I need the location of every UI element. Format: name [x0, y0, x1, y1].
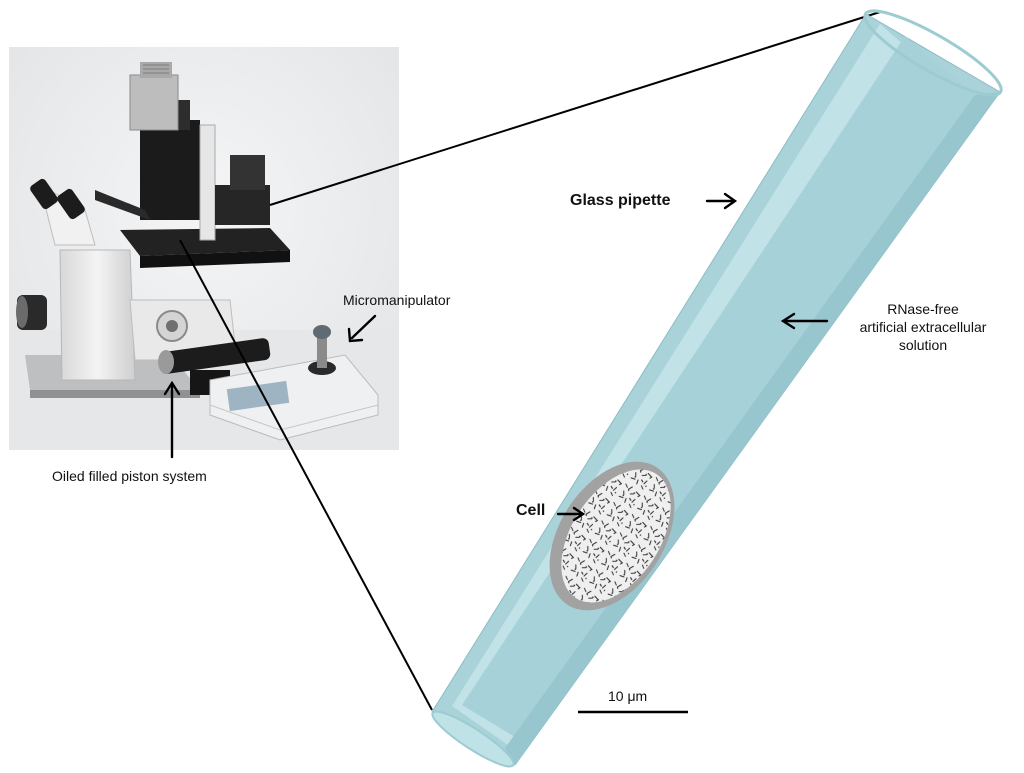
label-cell: Cell [516, 502, 546, 519]
stage [120, 228, 290, 256]
arrows [163, 192, 829, 522]
label-piston: Oiled filled piston system [52, 468, 207, 484]
zoom-line-bottom [179, 239, 433, 711]
label-scale-bar: 10 μm [608, 688, 648, 704]
label-glass-pipette: Glass pipette [570, 192, 671, 209]
arrow-micromanipulator [350, 314, 377, 340]
label-solution: RNase-free artificial extracellular solu… [859, 301, 987, 353]
glass-pipette [431, 9, 1003, 768]
camera-head [129, 74, 179, 131]
cell [549, 461, 675, 611]
microscope-body [59, 249, 136, 381]
label-micromanipulator: Micromanipulator [343, 292, 451, 308]
zoom-line-top [269, 11, 881, 206]
microscope-photo [9, 47, 399, 450]
